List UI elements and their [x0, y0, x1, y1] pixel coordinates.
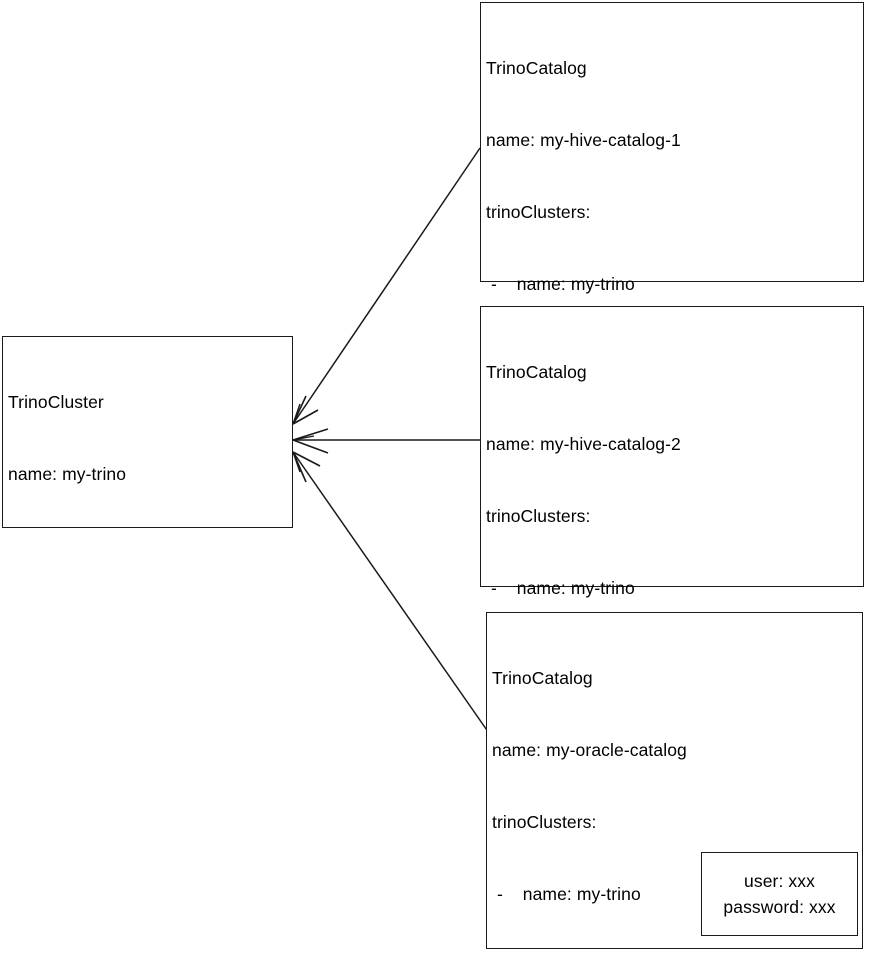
node-line: trinoClusters: — [486, 506, 591, 526]
node-line: trinoClusters: — [492, 812, 597, 832]
node-trino-catalog-hive-1[interactable]: TrinoCatalog name: my-hive-catalog-1 tri… — [480, 2, 864, 654]
node-trino-catalog-oracle-body: TrinoCatalog name: my-oracle-catalog tri… — [487, 613, 862, 954]
node-line: TrinoCatalog — [486, 362, 587, 382]
node-line: name: my-hive-catalog-2 — [486, 434, 681, 454]
node-line: name: my-oracle-catalog — [492, 740, 687, 760]
edge-catalog3-to-cluster — [292, 451, 492, 737]
node-line: password: xxx — [723, 897, 836, 917]
node-line: TrinoCatalog — [492, 668, 593, 688]
node-line: TrinoCluster — [8, 392, 104, 412]
node-line: - name: my-trino — [486, 578, 635, 598]
node-trino-cluster[interactable]: TrinoCluster name: my-trino — [2, 336, 293, 528]
node-trino-cluster-body: TrinoCluster name: my-trino — [3, 337, 292, 534]
node-line: name: my-trino — [8, 464, 127, 484]
node-line: TrinoCatalog — [486, 58, 587, 78]
node-trino-catalog-oracle[interactable]: TrinoCatalog name: my-oracle-catalog tri… — [486, 612, 863, 949]
node-line: user: xxx — [744, 871, 815, 891]
edge-catalog2-to-cluster — [292, 428, 480, 454]
node-line: - name: my-trino — [486, 274, 635, 294]
edge-catalog1-to-cluster — [292, 147, 481, 425]
node-line: - name: my-trino — [492, 884, 641, 904]
node-trino-catalog-hive-2[interactable]: TrinoCatalog name: my-hive-catalog-2 tri… — [480, 306, 864, 886]
node-line: trinoClusters: — [486, 202, 591, 222]
node-oracle-credentials-secret[interactable]: user: xxx password: xxx — [701, 852, 858, 936]
node-line: name: my-hive-catalog-1 — [486, 130, 681, 150]
node-oracle-credentials-secret-body: user: xxx password: xxx — [702, 853, 857, 935]
